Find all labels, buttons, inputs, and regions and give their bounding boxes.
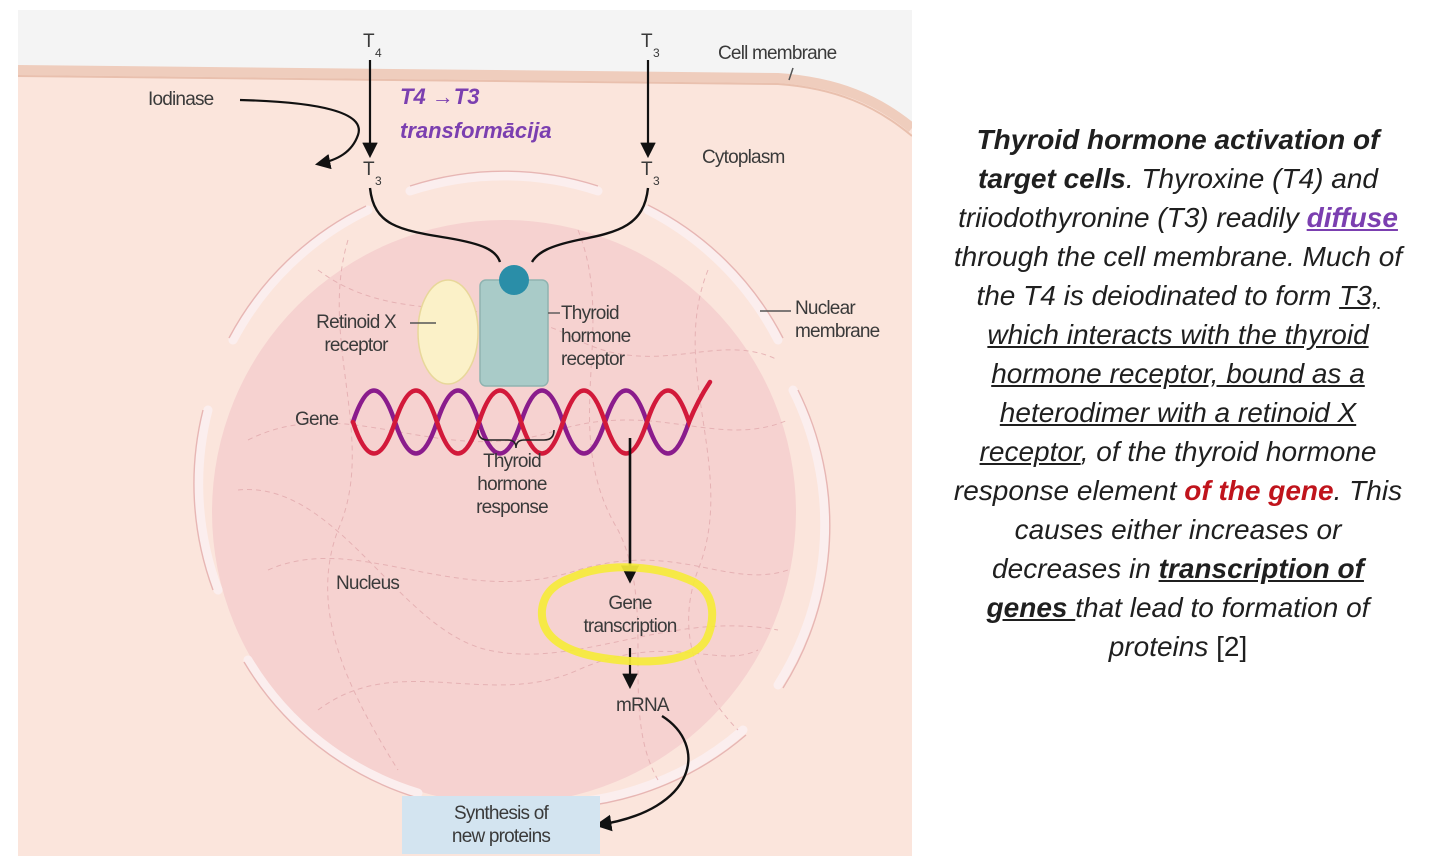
- caption-reference: [2]: [1216, 631, 1248, 662]
- thyroid-receptor-label: Thyroid hormone receptor: [561, 303, 631, 370]
- nuclear-membrane-label: Nuclear membrane: [795, 298, 880, 342]
- caption-text: . Thyroxine (T4) and triiodothyronine (T…: [958, 163, 1378, 233]
- diffuse-link[interactable]: diffuse: [1306, 202, 1398, 233]
- gene-dna-helix: [350, 379, 713, 456]
- retinoid-x-receptor-label: Retinoid X receptor: [316, 312, 396, 356]
- transformation-label: T4 →T3 transformācija: [400, 80, 552, 148]
- transcription-highlight: [537, 563, 717, 666]
- cell-membrane: [18, 65, 912, 132]
- caption-transcription-of-genes: transcription of genes: [986, 553, 1364, 623]
- cytoplasm-label: Cytoplasm: [702, 147, 785, 168]
- iodinase-label: Iodinase: [148, 89, 214, 110]
- protein-synthesis-box: [402, 796, 600, 854]
- gene-transcription-label: Gene transcription: [583, 593, 677, 637]
- caption-title: Thyroid hormone activation of target cel…: [976, 124, 1380, 194]
- caption-of-the-gene: of the gene: [1184, 475, 1334, 506]
- mrna-to-protein-arrow: [594, 714, 690, 832]
- extracellular-space: [18, 10, 912, 128]
- thyroid-hormone-receptor: [479, 279, 549, 387]
- mrna-label: mRNA: [616, 695, 670, 716]
- diagram-caption: Thyroid hormone activation of target cel…: [948, 120, 1408, 666]
- dna-strand-red: [350, 379, 713, 456]
- nucleus-label: Nucleus: [336, 573, 400, 594]
- caption-underlined-receptor: T3, which interacts with the thyroid hor…: [979, 280, 1380, 467]
- transformation-line-1: T4 →T3: [400, 84, 480, 109]
- cell-membrane-label: Cell membrane: [718, 43, 837, 64]
- response-element-bracket: [477, 429, 555, 449]
- caption-text: , of the thyroid hormone response elemen…: [953, 436, 1377, 506]
- gene-label: Gene: [295, 409, 339, 430]
- transformation-line-2: transformācija: [400, 118, 552, 143]
- response-element-label: Thyroid hormone response: [476, 451, 549, 518]
- caption-text: . This causes either increases or decrea…: [992, 475, 1403, 584]
- t3-hormone-dot: [499, 265, 529, 295]
- diagram-graphics: [18, 10, 912, 856]
- caption-text: through the cell membrane. Much of the T…: [953, 241, 1403, 311]
- caption-text: that lead to formation of proteins: [1075, 592, 1370, 662]
- chromatin-network: [237, 229, 789, 781]
- protein-synthesis-label: Synthesis of new proteins: [451, 803, 551, 847]
- retinoid-x-receptor: [417, 279, 479, 385]
- iodinase-arrow: [239, 98, 360, 170]
